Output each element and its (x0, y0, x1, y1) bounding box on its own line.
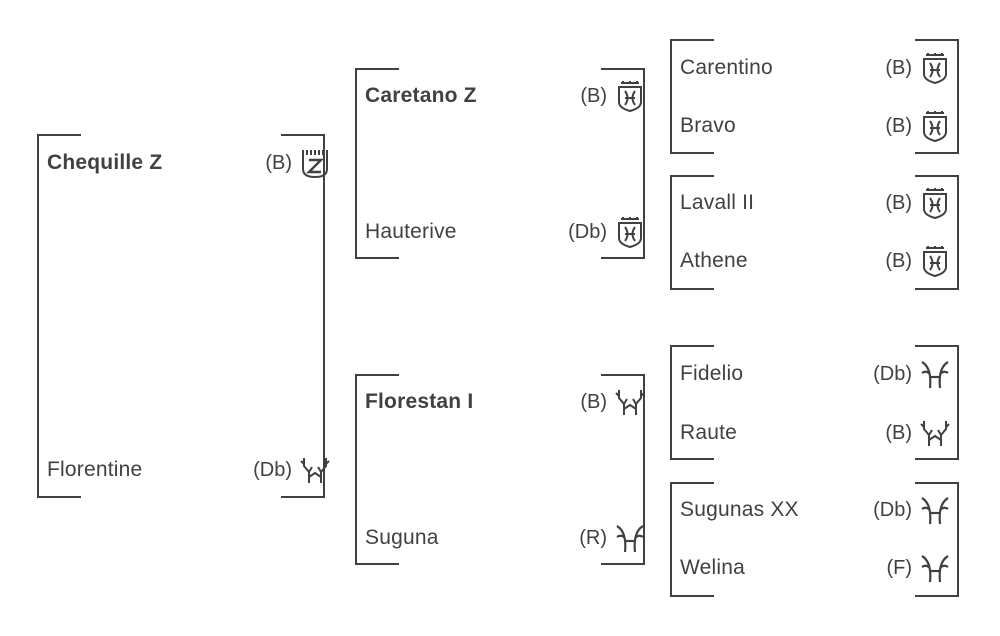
horse-name: Caretano Z (365, 84, 477, 107)
breed-code: (B) (885, 421, 912, 444)
horse-name: Sugunas XX (680, 498, 799, 521)
holsteiner-crown-brand-icon (615, 216, 645, 248)
horse-name: Chequille Z (47, 151, 163, 174)
horse-name: Bravo (680, 114, 736, 137)
breed-code: (B) (265, 151, 292, 174)
pedigree-entry-generation-3: Athene (B) (680, 244, 950, 278)
pedigree-entry-generation-3: Fidelio (Db) (680, 357, 950, 391)
bracket-line (670, 39, 959, 154)
zangersheide-brand-icon (300, 147, 330, 179)
bracket-generation-1 (37, 134, 325, 498)
breed-code: (B) (885, 56, 912, 79)
pedigree-entry-generation-3: Sugunas XX (Db) (680, 493, 950, 527)
pedigree-entry-sire-dam: Hauterive (Db) (365, 215, 645, 249)
breed-code: (B) (580, 390, 607, 413)
holsteiner-crown-brand-icon (920, 110, 950, 142)
pedigree-entry-sire: Chequille Z (B) (47, 146, 330, 180)
bracket-generation-2-bottom (355, 374, 645, 565)
breed-code: (R) (579, 526, 607, 549)
horse-name: Lavall II (680, 191, 755, 214)
pedigree-entry-sire-sire: Caretano Z (B) (365, 79, 645, 113)
horse-name: Hauterive (365, 220, 457, 243)
horse-name: Florestan I (365, 390, 474, 413)
trakehner-antlers-brand-icon (300, 454, 330, 486)
bracket-generation-3-1 (670, 39, 959, 154)
pedigree-entry-generation-3: Welina (F) (680, 551, 950, 585)
breed-code: (B) (885, 191, 912, 214)
horse-name: Fidelio (680, 362, 744, 385)
horse-name: Carentino (680, 56, 773, 79)
breed-code: (Db) (568, 220, 607, 243)
horse-name: Florentine (47, 458, 143, 481)
bracket-generation-3-3 (670, 345, 959, 460)
breed-code: (Db) (253, 458, 292, 481)
bracket-line (355, 68, 645, 259)
bracket-line (670, 345, 959, 460)
breed-code: (F) (886, 556, 912, 579)
bracket-generation-3-2 (670, 175, 959, 290)
bracket-line-generation-1 (37, 134, 325, 498)
hanoverian-h-brand-icon (615, 522, 645, 554)
bracket-line (670, 175, 959, 290)
holsteiner-crown-brand-icon (920, 52, 950, 84)
trakehner-antlers-brand-icon (920, 417, 950, 449)
horse-name: Welina (680, 556, 746, 579)
breed-code: (Db) (873, 498, 912, 521)
pedigree-entry-generation-3: Lavall II (B) (680, 186, 950, 220)
bracket-generation-2-top (355, 68, 645, 259)
horse-name: Raute (680, 421, 738, 444)
bracket-line (355, 374, 645, 565)
holsteiner-crown-brand-icon (615, 80, 645, 112)
pedigree-entry-generation-3: Carentino (B) (680, 51, 950, 85)
horse-name: Athene (680, 249, 748, 272)
horse-name: Suguna (365, 526, 439, 549)
breed-code: (B) (885, 114, 912, 137)
breed-code: (Db) (873, 362, 912, 385)
holsteiner-crown-brand-icon (920, 187, 950, 219)
breed-code: (B) (885, 249, 912, 272)
holsteiner-crown-brand-icon (920, 245, 950, 277)
pedigree-entry-dam-sire: Florestan I (B) (365, 385, 645, 419)
pedigree-entry-generation-3: Bravo (B) (680, 109, 950, 143)
pedigree-entry-dam-dam: Suguna (R) (365, 521, 645, 555)
bracket-generation-3-4 (670, 482, 959, 597)
pedigree-entry-dam: Florentine (Db) (47, 453, 330, 487)
hanoverian-h-brand-icon (920, 494, 950, 526)
pedigree-entry-generation-3: Raute (B) (680, 416, 950, 450)
breed-code: (B) (580, 84, 607, 107)
hanoverian-h-brand-icon (920, 358, 950, 390)
hanoverian-h-brand-icon (920, 552, 950, 584)
trakehner-antlers-brand-icon (615, 386, 645, 418)
bracket-line (670, 482, 959, 597)
